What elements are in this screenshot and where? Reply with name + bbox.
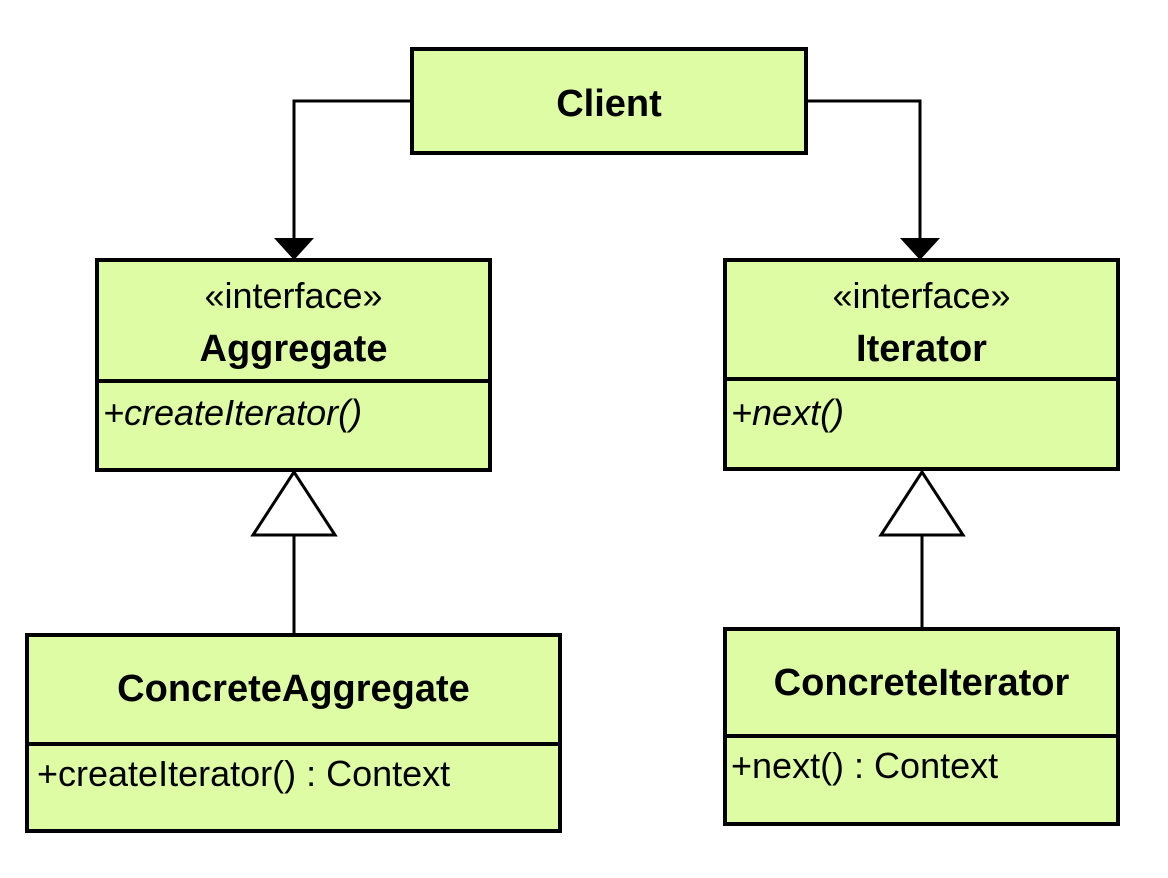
- aggregate-class-name: Aggregate: [199, 328, 388, 370]
- concrete-iterator-class-name: ConcreteIterator: [773, 662, 1070, 704]
- concrete-iterator-operations: +next() : Context: [727, 734, 1116, 826]
- client-to-iterator-arrowhead: [900, 238, 940, 260]
- aggregate-operation: +createIterator(): [103, 392, 363, 433]
- aggregate-interface: «interface» Aggregate +createIterator(): [95, 258, 492, 472]
- aggregate-stereotype: «interface»: [204, 275, 383, 316]
- concrete-iterator-operation: +next() : Context: [731, 745, 999, 786]
- aggregate-generalization-triangle: [250, 469, 338, 537]
- concrete-aggregate-class-name: ConcreteAggregate: [117, 668, 470, 710]
- concrete-aggregate-operations: +createIterator() : Context: [29, 742, 558, 833]
- iterator-operation: +next(): [731, 392, 845, 433]
- aggregate-operations: +createIterator(): [99, 379, 488, 472]
- iterator-interface: «interface» Iterator +next(): [723, 258, 1120, 471]
- client-to-iterator-line: [806, 99, 922, 242]
- iterator-stereotype: «interface»: [832, 275, 1011, 316]
- client-class: Client: [410, 47, 808, 155]
- iterator-operations: +next(): [727, 377, 1116, 471]
- client-to-aggregate-arrowhead: [274, 238, 314, 260]
- client-to-aggregate-line: [292, 99, 412, 242]
- concrete-aggregate-operation: +createIterator() : Context: [37, 753, 451, 794]
- concrete-iterator-class: ConcreteIterator +next() : Context: [723, 627, 1120, 826]
- iterator-generalization-triangle: [878, 469, 966, 537]
- client-class-name: Client: [556, 83, 662, 125]
- iterator-class-name: Iterator: [856, 328, 987, 370]
- concrete-aggregate-class: ConcreteAggregate +createIterator() : Co…: [25, 633, 562, 833]
